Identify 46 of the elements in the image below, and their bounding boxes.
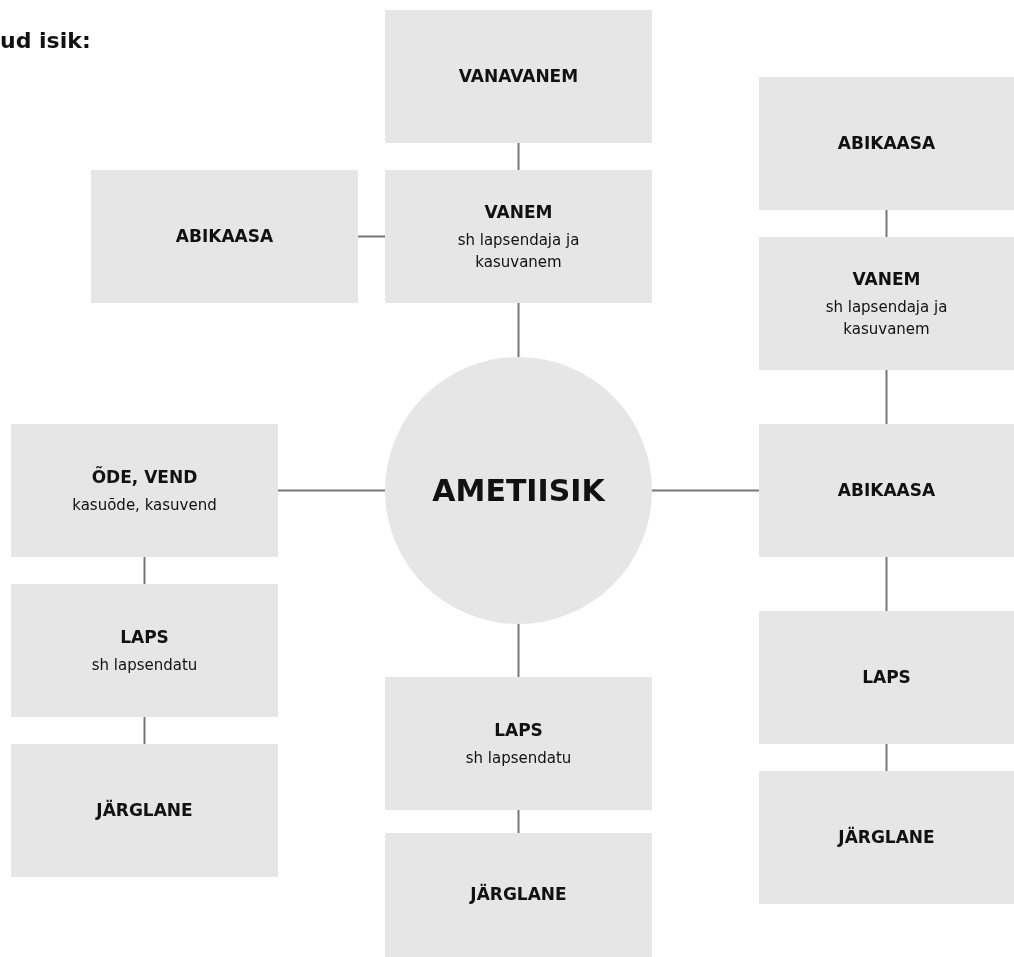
box-subtext: sh lapsendatu bbox=[465, 748, 572, 770]
relation-box bbox=[759, 611, 1014, 744]
box-heading: JÄRGLANE bbox=[838, 825, 935, 849]
relation-box bbox=[11, 584, 278, 717]
connector-line bbox=[143, 556, 146, 585]
box-heading: VANAVANEM bbox=[458, 64, 579, 88]
connector-line bbox=[357, 235, 386, 238]
relation-box bbox=[759, 237, 1014, 370]
connector-line bbox=[517, 142, 520, 171]
box-heading: VANEM bbox=[852, 267, 921, 291]
relation-box bbox=[385, 170, 652, 303]
connector-line bbox=[651, 489, 760, 492]
relation-box bbox=[759, 77, 1014, 210]
relation-box bbox=[385, 10, 652, 143]
connector-line bbox=[277, 489, 386, 492]
connector-line bbox=[885, 369, 888, 425]
relation-box bbox=[11, 744, 278, 877]
box-heading: ÕDE, VEND bbox=[91, 465, 198, 489]
relation-box bbox=[11, 424, 278, 557]
connector-line bbox=[517, 623, 520, 678]
box-heading: ABIKAASA bbox=[175, 224, 274, 248]
relation-box bbox=[385, 833, 652, 957]
box-subtext: kasuõde, kasuvend bbox=[72, 495, 217, 517]
box-subtext: sh lapsendaja ja kasuvanem bbox=[456, 230, 581, 274]
connector-line bbox=[885, 556, 888, 612]
relation-box bbox=[91, 170, 358, 303]
box-heading: VANEM bbox=[484, 200, 553, 224]
connector-line bbox=[143, 716, 146, 745]
box-subtext: sh lapsendaja ja kasuvanem bbox=[824, 297, 949, 341]
box-heading: LAPS bbox=[862, 665, 911, 689]
box-heading: LAPS bbox=[494, 718, 543, 742]
box-heading: AMETIISIK bbox=[432, 472, 605, 510]
box-heading: ABIKAASA bbox=[837, 131, 936, 155]
title: ud isik: bbox=[0, 30, 91, 52]
box-heading: JÄRGLANE bbox=[470, 882, 567, 907]
connector-line bbox=[885, 209, 888, 238]
connector-line bbox=[517, 809, 520, 834]
connector-line bbox=[517, 302, 520, 358]
box-heading: JÄRGLANE bbox=[96, 798, 193, 822]
relation-box bbox=[759, 771, 1014, 904]
box-heading: ABIKAASA bbox=[837, 478, 936, 502]
relation-box bbox=[385, 677, 652, 810]
box-heading: LAPS bbox=[120, 625, 169, 649]
connector-line bbox=[885, 743, 888, 772]
box-subtext: sh lapsendatu bbox=[91, 655, 198, 677]
relation-box bbox=[759, 424, 1014, 557]
